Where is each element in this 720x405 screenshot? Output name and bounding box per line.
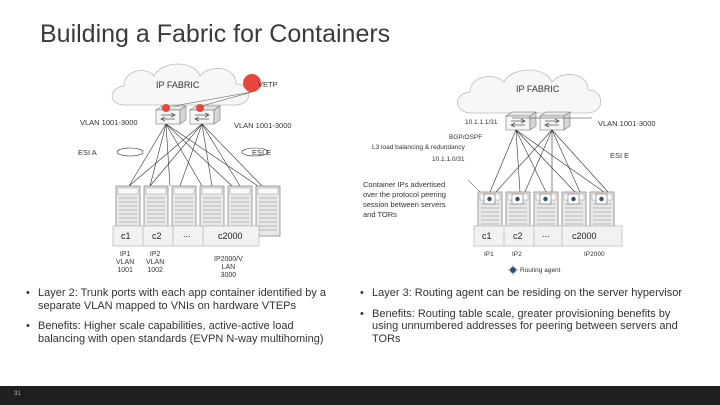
right-container-c2: c2 — [513, 231, 523, 241]
right-fabric-label: IP FABRIC — [516, 84, 560, 94]
right-bullet: Benefits: Routing table scale, greater p… — [358, 308, 688, 346]
right-vlan-label: VLAN 1001-3000 — [234, 121, 292, 130]
left-container-c2: c2 — [152, 231, 162, 241]
left-tor-switch-1 — [155, 105, 187, 125]
left-links — [128, 123, 263, 187]
routing-agent-label: Routing agent — [520, 267, 561, 274]
routing-agent-legend-icon — [508, 265, 518, 275]
page-title: Building a Fabric for Containers — [40, 20, 391, 48]
page-number: 31 — [14, 391, 21, 397]
left-bullet: Benefits: Higher scale capabilities, act… — [24, 320, 334, 345]
right-tor-switch-2 — [539, 111, 571, 131]
left-bullet: Layer 2: Trunk ports with each app conta… — [24, 287, 334, 312]
right-vlan-label-r: VLAN 1001-3000 — [598, 119, 656, 128]
esi-e-label-left: ESI E — [252, 148, 272, 157]
bgp-label: BGP/OSPF — [449, 134, 483, 141]
right-ip-2000: IP2000 — [584, 251, 605, 258]
left-fabric-label: IP FABRIC — [156, 80, 200, 90]
right-ip-1: IP1 — [484, 251, 494, 258]
bgp-desc-label: L3 load balancing & redundancy — [372, 144, 465, 151]
right-bullet-list: Layer 3: Routing agent can be residing o… — [358, 287, 688, 353]
right-links — [489, 129, 609, 193]
left-container-box — [112, 225, 260, 247]
right-ip-2: IP2 — [512, 251, 522, 258]
vtep-dot-top — [243, 74, 261, 92]
right-container-c1: c1 — [482, 231, 492, 241]
esi-a-label: ESI A — [78, 148, 97, 157]
right-container-c2000: c2000 — [572, 231, 597, 241]
right-bullet: Layer 3: Routing agent can be residing o… — [358, 287, 688, 300]
footer-bar — [0, 386, 720, 405]
right-cloud — [457, 69, 602, 114]
esi-e-ellipse-left — [241, 147, 269, 157]
left-container-ellipsis: ... — [183, 229, 191, 239]
right-container-ellipsis: ... — [542, 229, 550, 239]
left-cloud — [111, 63, 250, 106]
addr-top-label: 10.1.1.1/31 — [465, 119, 498, 126]
addr-bottom-label: 10.1.1.0/31 — [432, 156, 465, 163]
left-vlan-label: VLAN 1001-3000 — [80, 118, 138, 127]
left-bullet-list: Layer 2: Trunk ports with each app conta… — [24, 287, 334, 353]
right-tor-switch-1 — [505, 111, 537, 131]
right-container-box — [473, 225, 623, 247]
left-tor-switch-2 — [189, 105, 221, 125]
esi-e-label-right: ESI E — [610, 151, 630, 160]
vtep-dot-left-1 — [162, 104, 170, 112]
left-container-c1: c1 — [121, 231, 131, 241]
left-container-c2000: c2000 — [218, 231, 243, 241]
vtep-label: VETP — [258, 80, 278, 89]
vtep-dot-left-2 — [196, 104, 204, 112]
esi-a-ellipse — [116, 147, 144, 157]
